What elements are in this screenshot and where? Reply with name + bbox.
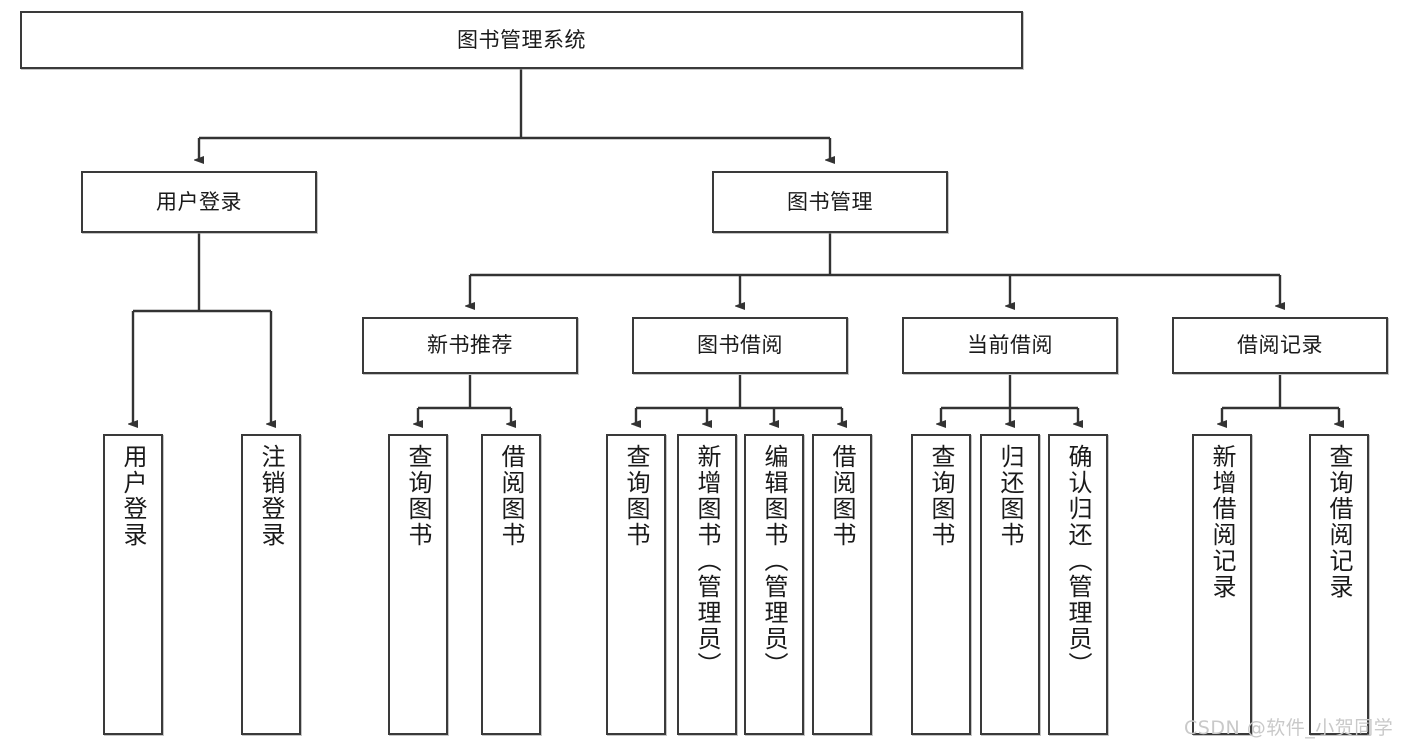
leaf-current-query-book[interactable]: 查询图书 [911, 434, 971, 735]
node-label: 借阅图书 [828, 444, 856, 548]
leaf-user-login-login[interactable]: 用户登录 [103, 434, 163, 735]
leaf-borrow-query-book[interactable]: 查询图书 [606, 434, 666, 735]
leaf-borrow-add-book-admin[interactable]: 新增图书（管理员） [677, 434, 737, 735]
leaf-recommend-borrow-book[interactable]: 借阅图书 [481, 434, 541, 735]
node-label: 新增借阅记录 [1208, 444, 1236, 600]
node-label: 编辑图书（管理员） [760, 444, 788, 678]
node-label: 归还图书 [996, 444, 1024, 548]
node-label: 图书管理 [787, 189, 873, 214]
leaf-borrow-borrow-book[interactable]: 借阅图书 [812, 434, 872, 735]
csdn-watermark: CSDN @软件_小贺同学 [1184, 717, 1394, 739]
node-label: 查询图书 [404, 444, 432, 548]
node-label: 查询图书 [622, 444, 650, 548]
leaf-current-return-book[interactable]: 归还图书 [980, 434, 1040, 735]
node-label: 用户登录 [156, 189, 242, 214]
node-label: 用户登录 [119, 444, 147, 548]
node-label: 查询借阅记录 [1325, 444, 1353, 600]
node-root-system[interactable]: 图书管理系统 [20, 11, 1023, 69]
node-label: 注销登录 [257, 444, 285, 548]
node-label: 借阅记录 [1237, 333, 1323, 358]
node-user-login[interactable]: 用户登录 [81, 171, 317, 233]
node-label: 图书借阅 [697, 333, 783, 358]
leaf-records-query-record[interactable]: 查询借阅记录 [1309, 434, 1369, 735]
leaf-recommend-query-book[interactable]: 查询图书 [388, 434, 448, 735]
node-label: 确认归还（管理员） [1064, 444, 1092, 678]
node-book-management[interactable]: 图书管理 [712, 171, 948, 233]
leaf-user-login-logout[interactable]: 注销登录 [241, 434, 301, 735]
leaf-records-add-record[interactable]: 新增借阅记录 [1192, 434, 1252, 735]
leaf-borrow-edit-book-admin[interactable]: 编辑图书（管理员） [744, 434, 804, 735]
node-label: 新增图书（管理员） [693, 444, 721, 678]
node-book-borrow[interactable]: 图书借阅 [632, 317, 848, 374]
leaf-current-confirm-return-admin[interactable]: 确认归还（管理员） [1048, 434, 1108, 735]
node-new-book-recommend[interactable]: 新书推荐 [362, 317, 578, 374]
node-label: 查询图书 [927, 444, 955, 548]
node-label: 图书管理系统 [457, 27, 586, 52]
node-current-borrow[interactable]: 当前借阅 [902, 317, 1118, 374]
node-label: 新书推荐 [427, 333, 513, 358]
node-label: 当前借阅 [967, 333, 1053, 358]
node-borrow-records[interactable]: 借阅记录 [1172, 317, 1388, 374]
node-label: 借阅图书 [497, 444, 525, 548]
